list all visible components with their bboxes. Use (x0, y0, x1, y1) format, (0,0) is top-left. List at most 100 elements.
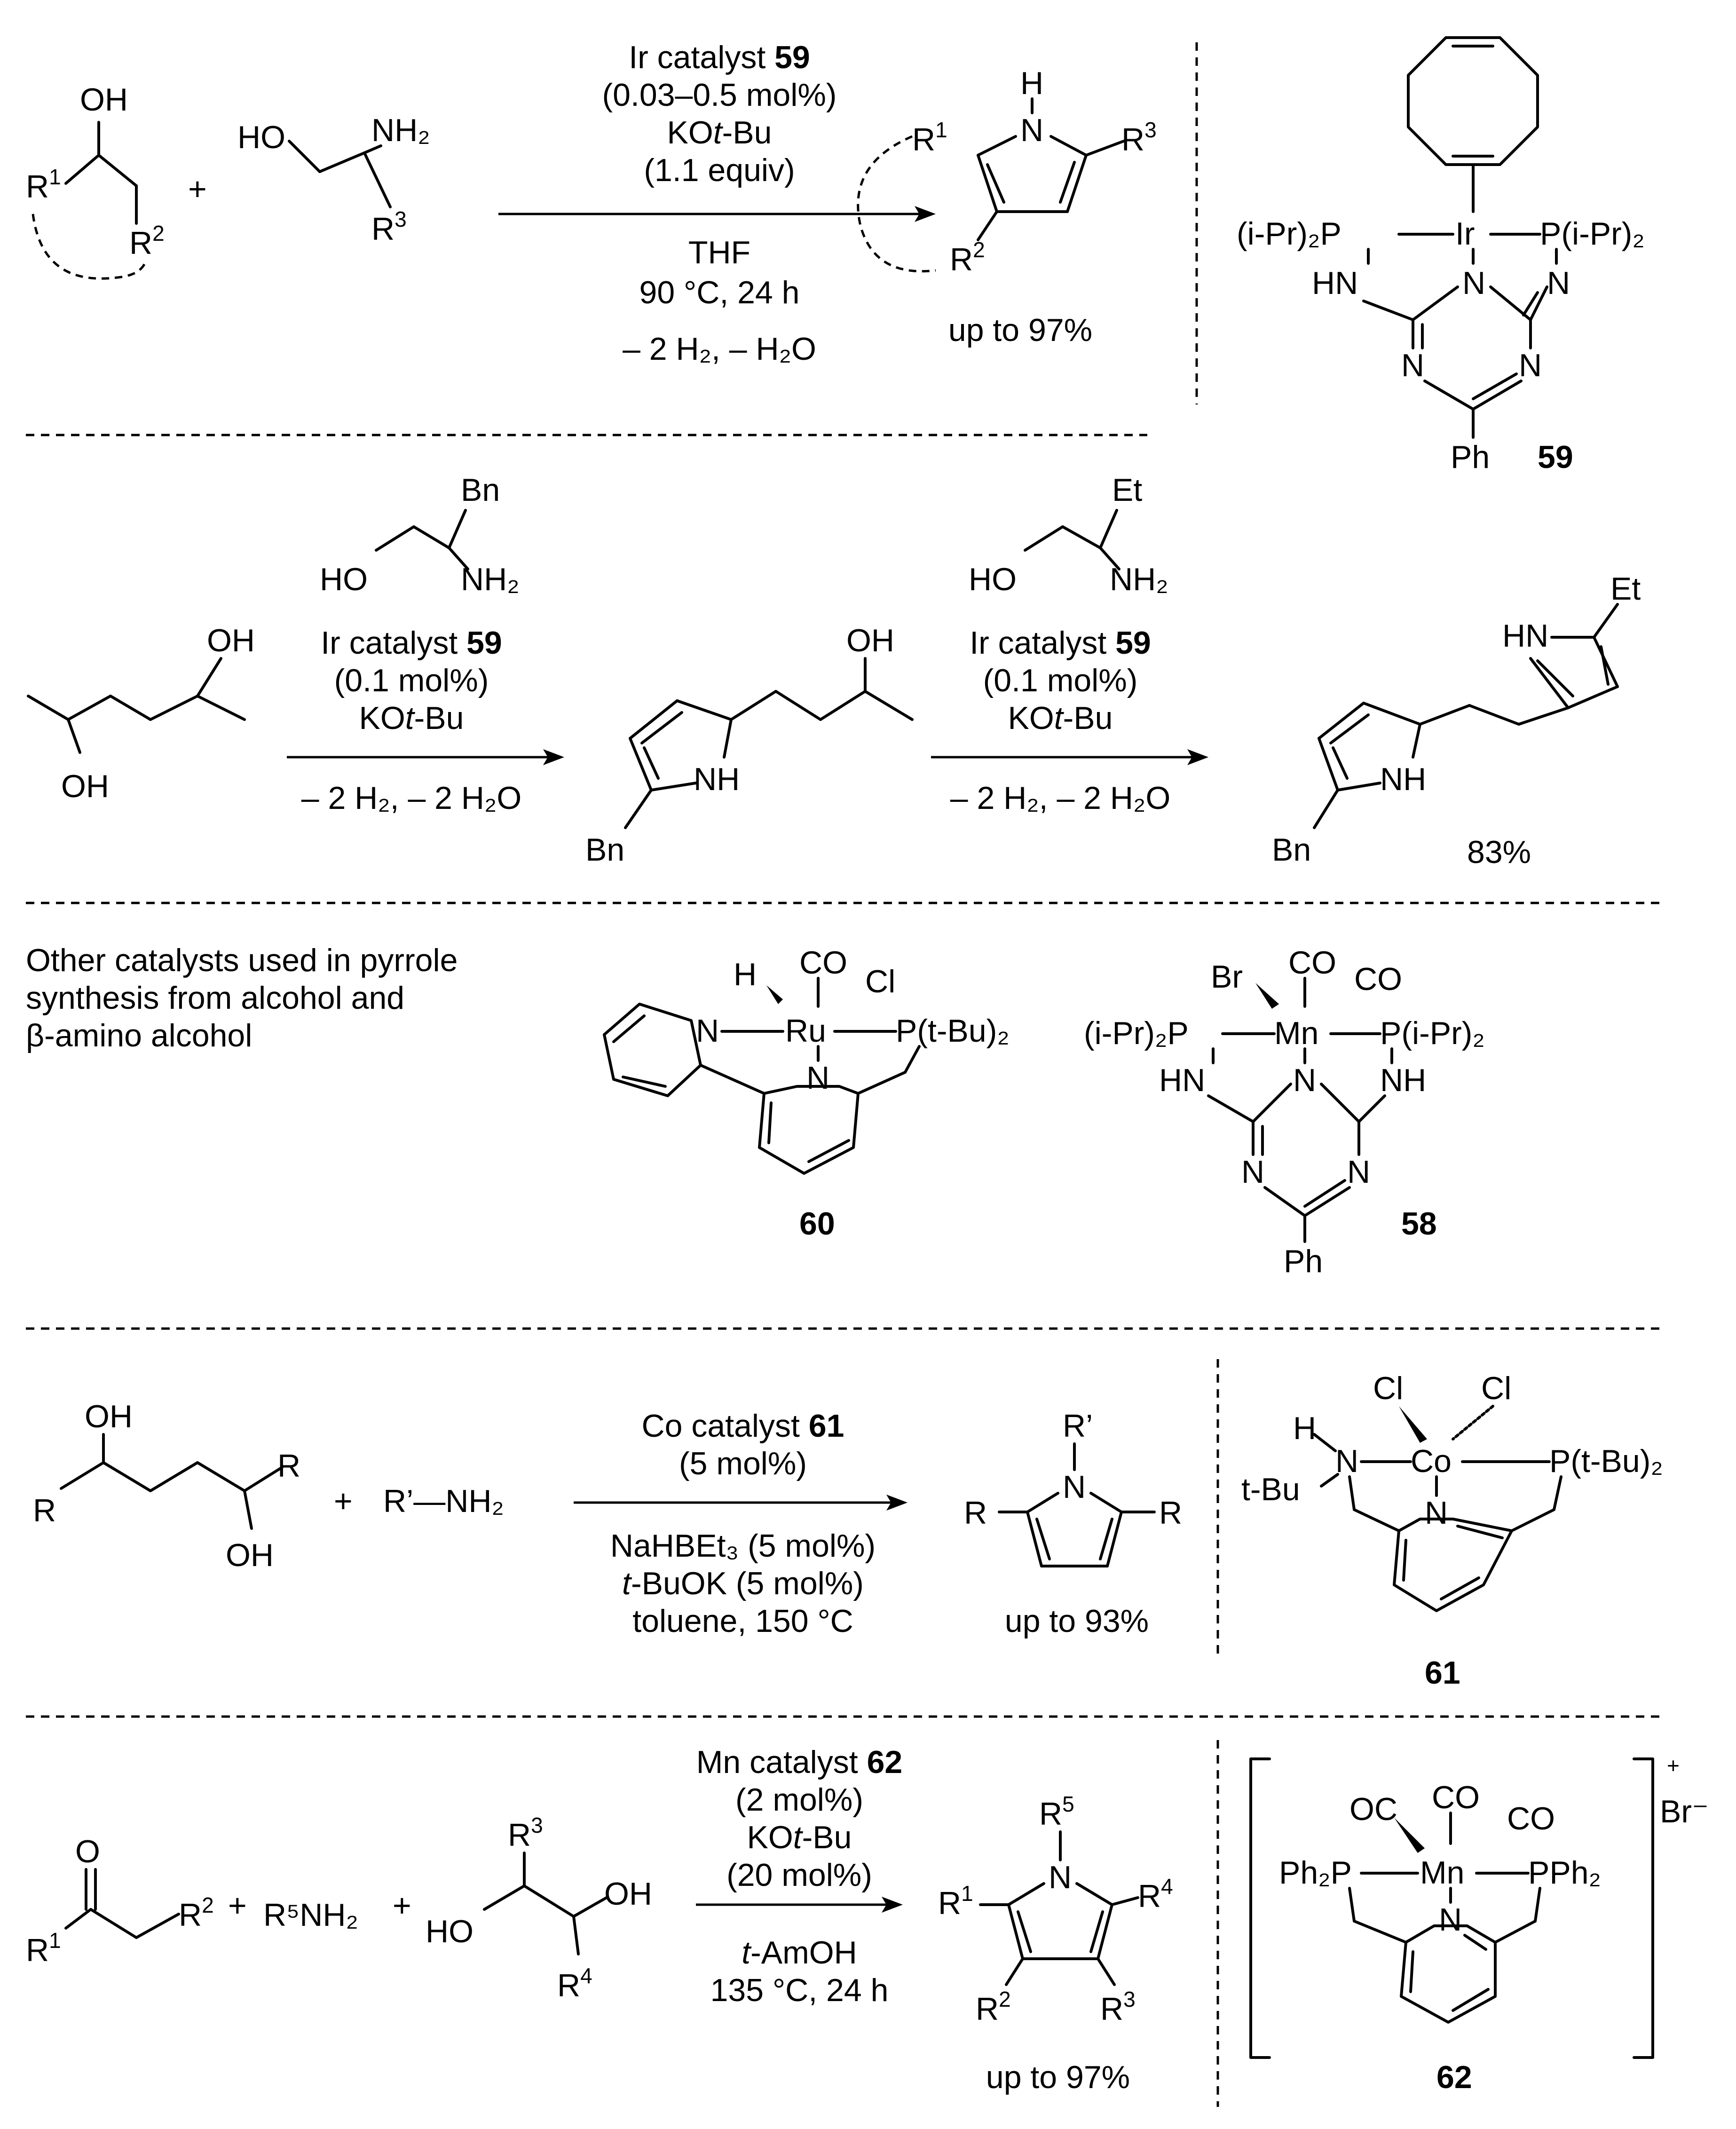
plus-sign: + (334, 1483, 353, 1519)
plus-sign: + (188, 171, 207, 207)
dashed-ring (32, 214, 147, 280)
oh-bottom: OH (226, 1537, 274, 1573)
condition-base: KOt-Bu (747, 1820, 852, 1855)
nh2-label: NH₂ (461, 562, 520, 597)
conditions-1: Ir catalyst 59 (0.03–0.5 mol%) KOt-Bu (1… (498, 40, 936, 367)
section-4-cobalt: OH R R OH + R’—NH₂ Co catalyst 61 (5 mol… (33, 1359, 1663, 1691)
ho-label: HO (320, 562, 368, 597)
catalyst-61: Cl Cl H N Co P(t-Bu)₂ t-Bu N 61 (1241, 1370, 1663, 1691)
ph2p-label: Ph₂P (1279, 1855, 1352, 1891)
pph2-label: PPh₂ (1528, 1855, 1601, 1891)
catalyst-59: (i-Pr)₂P Ir P(i-Pr)₂ HN N N N N (1237, 36, 1645, 475)
pyrrole-n: N (1049, 1860, 1072, 1895)
mn-metal: Mn (1420, 1855, 1464, 1891)
ho-label: HO (237, 119, 285, 155)
condition-catalyst: Mn catalyst 62 (696, 1744, 902, 1780)
n-center: N (1293, 1062, 1316, 1098)
step-2: Et HO NH₂ Ir catalyst 59 (0.1 mol%) KOt-… (931, 472, 1208, 816)
r-left: R (33, 1493, 56, 1528)
diol-sm: R3 HO OH R4 (426, 1813, 652, 2003)
condition-solvent: t-AmOH (742, 1935, 857, 1971)
pyrrole-r1: R1 (912, 118, 947, 158)
condition-equiv: (1.1 equiv) (644, 152, 795, 188)
co-2: CO (1354, 961, 1402, 997)
r3-label: R3 (1100, 1987, 1136, 2027)
ketone-sm: O R1 R2 (26, 1834, 214, 1968)
r1-label: R1 (938, 1881, 973, 1921)
amine: R’—NH₂ (383, 1483, 504, 1519)
n-center: N (1462, 265, 1485, 301)
n-low-left: N (1401, 348, 1424, 383)
catalyst-60: H CO Cl N Ru P(t-Bu)₂ N 60 (603, 945, 1010, 1242)
co-2: CO (1507, 1801, 1555, 1836)
ho-label: HO (426, 1914, 473, 1949)
nh2-label: NH₂ (371, 112, 430, 148)
section-5-manganese: O R1 R2 + R⁵NH₂ + R3 HO OH R4 Mn catalys… (26, 1740, 1709, 2107)
ir-metal: Ir (1455, 216, 1475, 252)
pyrrole-r3: R3 (1121, 118, 1157, 158)
p-tbu2: P(t-Bu)₂ (1549, 1443, 1663, 1479)
hn-label: HN (1312, 265, 1358, 301)
step1-base: KOt-Bu (359, 700, 464, 736)
plus-2: + (393, 1888, 411, 1923)
r-right: R (1159, 1495, 1182, 1531)
o-label: O (75, 1834, 100, 1869)
starting-diol: OH OH (27, 623, 255, 804)
oh-top: OH (85, 1399, 133, 1434)
caption-line-3: β-amino alcohol (26, 1018, 252, 1053)
r3-label: R3 (371, 207, 407, 247)
condition-loading: (2 mol%) (735, 1782, 863, 1818)
co-1: CO (1288, 945, 1336, 981)
yield-4: up to 93% (1005, 1603, 1149, 1639)
r4-label: R4 (1138, 1874, 1173, 1914)
r1-label: R1 (26, 165, 61, 205)
step2-byproducts: – 2 H₂, – 2 H₂O (950, 780, 1171, 816)
yield-2: 83% (1467, 834, 1531, 870)
n-center: N (806, 1060, 829, 1096)
r2-label: R2 (179, 1893, 214, 1933)
step1-catalyst: Ir catalyst 59 (321, 625, 502, 661)
diol-sm: OH R R OH (33, 1399, 300, 1573)
charge: + (1667, 1753, 1680, 1778)
ipr-left: (i-Pr)₂P (1084, 1015, 1189, 1051)
section-2-bispyrrole: OH OH Bn HO NH₂ Ir catalyst 59 (0.1 mol%… (27, 472, 1641, 870)
h-label: H (1293, 1410, 1316, 1446)
hn-label: HN (1159, 1062, 1205, 1098)
n-low-left: N (1241, 1154, 1264, 1190)
n-center: N (1425, 1495, 1448, 1531)
condition-base: KOt-Bu (667, 115, 772, 150)
n-low-right: N (1347, 1154, 1370, 1190)
pyrrole-h: H (1020, 65, 1043, 101)
catalyst-59-label: 59 (1538, 439, 1573, 475)
catalyst-60-label: 60 (799, 1206, 835, 1242)
cl-label: Cl (865, 964, 895, 999)
nh-label: NH (1380, 1062, 1426, 1098)
condition-base: t-BuOK (5 mol%) (622, 1566, 864, 1601)
dashed-ring (857, 135, 936, 273)
r2-label: R2 (129, 221, 165, 261)
hn-label: HN (1502, 618, 1548, 654)
condition-catalyst: Ir catalyst 59 (629, 40, 810, 75)
product-pyrrole-4: R’ N R R up to 93% (964, 1408, 1182, 1639)
step1-loading: (0.1 mol%) (334, 663, 489, 698)
condition-catalyst: Co catalyst 61 (642, 1408, 844, 1444)
intermediate: OH NH Bn (585, 623, 914, 868)
condition-loading: (5 mol%) (679, 1446, 807, 1481)
mn-metal: Mn (1274, 1015, 1318, 1051)
nh2-label: NH₂ (1110, 562, 1168, 597)
bn-label: Bn (585, 832, 624, 868)
nh-label: NH (694, 761, 740, 797)
amine: R⁵NH₂ (263, 1897, 358, 1933)
br-label: Br (1211, 959, 1243, 995)
caption-line-1: Other catalysts used in pyrrole (26, 942, 458, 978)
step-1: Bn HO NH₂ Ir catalyst 59 (0.1 mol%) KOt-… (287, 472, 564, 816)
n-left: N (1335, 1443, 1358, 1479)
step1-byproducts: – 2 H₂, – 2 H₂O (301, 780, 522, 816)
p-tbu2: P(t-Bu)₂ (896, 1013, 1010, 1049)
oh-label: OH (604, 1876, 652, 1912)
oh-top: OH (207, 623, 255, 658)
ph-label: Ph (1284, 1243, 1323, 1279)
yield-5: up to 97% (986, 2059, 1130, 2095)
yield-1: up to 97% (948, 312, 1092, 348)
